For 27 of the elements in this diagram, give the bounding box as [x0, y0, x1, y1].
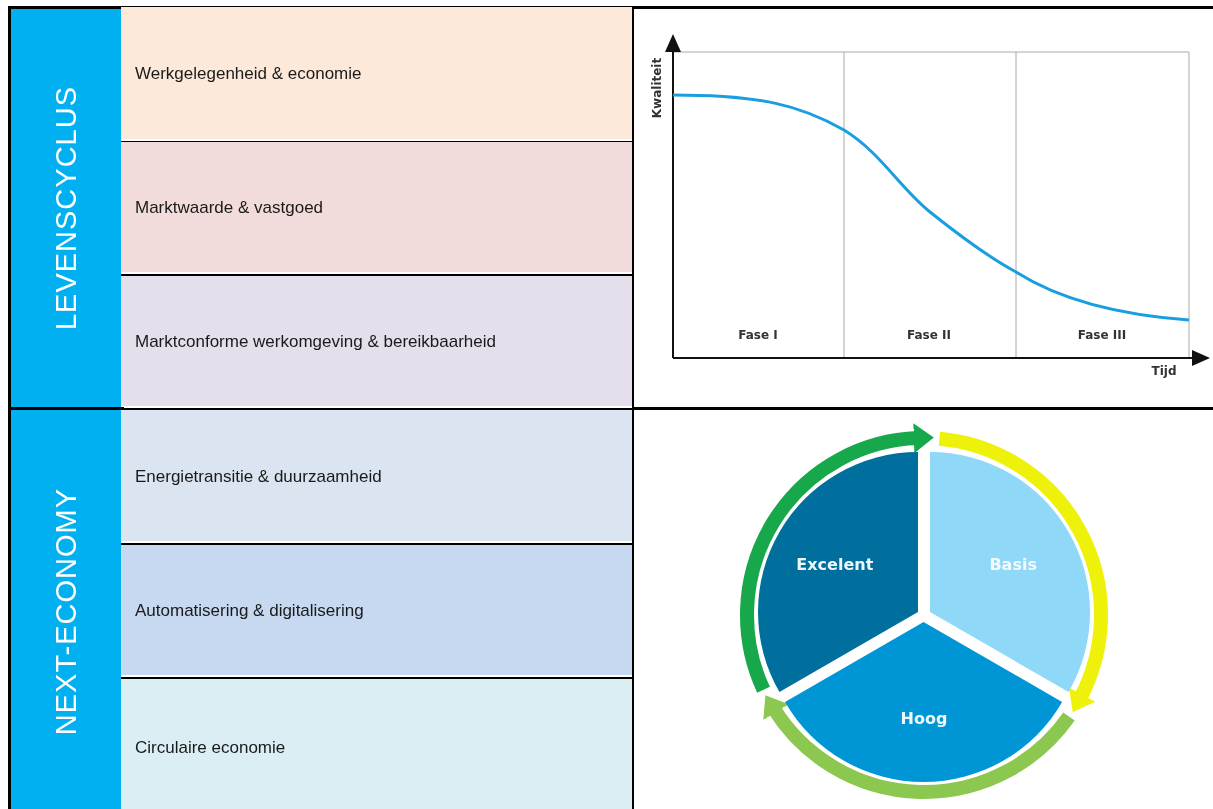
sector-label: Excelent: [796, 554, 874, 573]
theme-row: [121, 275, 633, 409]
theme-row: [121, 141, 633, 275]
phase-label: Fase II: [907, 328, 951, 342]
theme-label: Werkgelegenheid & economie: [135, 64, 362, 84]
category-title: LEVENSCYCLUS: [49, 85, 83, 331]
sector-label: Hoog: [900, 708, 948, 728]
theme-label: Energietransitie & duurzaamheid: [135, 466, 382, 487]
theme-row: [121, 678, 633, 809]
theme-row: [121, 6, 633, 142]
axis-label: Kwaliteit: [650, 57, 664, 119]
cycle-arrow: [938, 431, 1108, 713]
theme-label: Marktwaarde & vastgoed: [135, 198, 324, 218]
phase-label: Fase I: [738, 328, 778, 342]
theme-row: [121, 544, 633, 678]
theme-label: Circulaire economie: [135, 738, 286, 758]
category-title: NEXT-ECONOMY: [49, 488, 83, 736]
category-band: [8, 407, 124, 809]
axis-label: Tijd: [1151, 364, 1177, 378]
theme-row: [121, 409, 633, 544]
cycle-arrow: [740, 423, 934, 693]
theme-label: Marktconforme werkomgeving & bereikbaarheid: [135, 332, 496, 352]
cycle-arrow: [764, 695, 1075, 799]
theme-label: Automatisering & digitalisering: [135, 601, 364, 621]
phase-label: Fase III: [1077, 328, 1127, 342]
category-band: [8, 6, 124, 410]
sector-label: Basis: [989, 554, 1037, 573]
